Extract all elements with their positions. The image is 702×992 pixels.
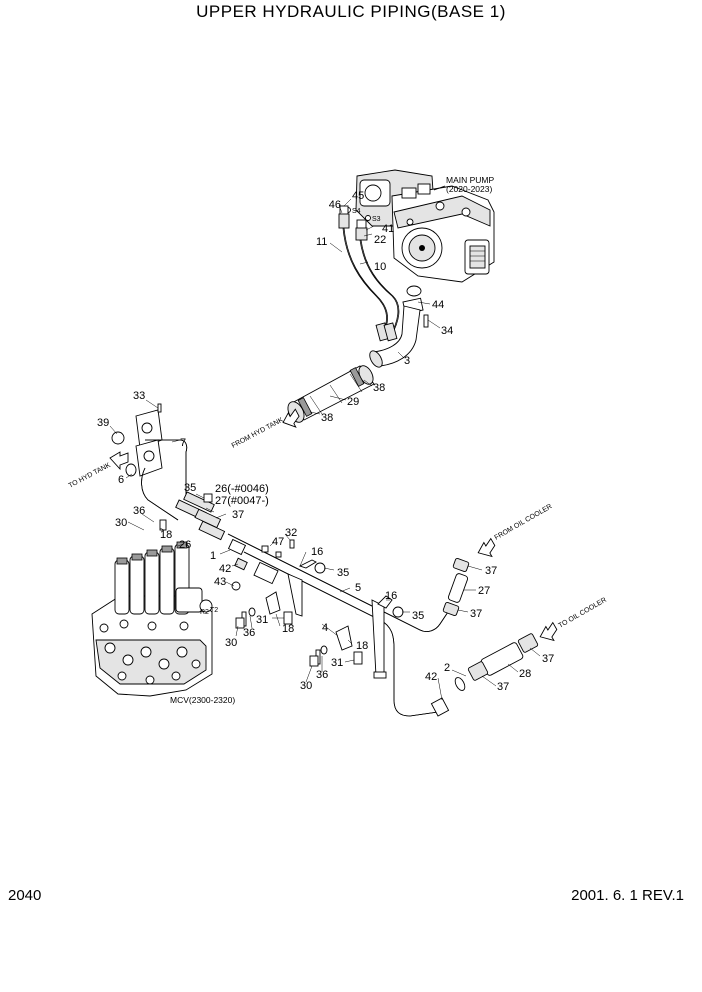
hose-11-10 — [342, 227, 400, 342]
callout-41: 41 — [382, 223, 394, 235]
callout-36b: 36 — [243, 627, 255, 639]
o-ring-39a — [111, 431, 125, 445]
to-oil-cooler-arrow — [539, 621, 558, 642]
callout-6: 6 — [118, 474, 124, 486]
callout-35c: 35 — [412, 610, 424, 622]
pump-fittings — [338, 205, 368, 241]
to-oil-cooler-label: TO OIL COOLER — [558, 597, 608, 630]
callout-46: 46 — [329, 199, 341, 211]
callout-36c: 36 — [316, 669, 328, 681]
callout-32: 32 — [285, 527, 297, 539]
oil-cooler-fitting-28 — [430, 633, 539, 717]
suction-elbow-3 — [369, 305, 421, 368]
o-ring-44 — [406, 285, 422, 297]
callout-31a: 31 — [256, 614, 268, 626]
callout-30b: 30 — [225, 637, 237, 649]
main-pump-range: (2020-2023) — [446, 184, 492, 194]
callout-1: 1 — [210, 550, 216, 562]
callout-47: 47 — [272, 536, 284, 548]
return-pipes-6-7 — [141, 439, 188, 521]
callout-29: 29 — [347, 396, 359, 408]
page-number: 2040 — [8, 887, 42, 904]
callout-37b: 37 — [485, 565, 497, 577]
flange-bracket-33 — [135, 403, 163, 477]
callout-26b: 26 — [179, 539, 191, 551]
callout-42a: 42 — [219, 563, 231, 575]
callout-38a: 38 — [373, 382, 385, 394]
port-s4-label: S4 — [352, 208, 361, 215]
callout-42b: 42 — [425, 671, 437, 683]
callout-37e: 37 — [542, 653, 554, 665]
leader-lines — [109, 198, 541, 701]
callout-10: 10 — [374, 261, 386, 273]
port-s3-label: S3 — [372, 216, 381, 223]
callout-36a: 36 — [133, 505, 145, 517]
callout-34: 34 — [441, 325, 453, 337]
to-hyd-tank-label: TO HYD TANK — [68, 462, 112, 490]
callout-numbers: 45 46 41 22 11 10 44 34 3 38 29 38 33 39… — [97, 190, 554, 693]
clamp-brackets — [235, 539, 404, 679]
callout-33: 33 — [133, 390, 145, 402]
callout-7: 7 — [180, 437, 186, 449]
callout-37c: 37 — [470, 608, 482, 620]
callout-18a: 18 — [160, 529, 172, 541]
callout-5: 5 — [355, 582, 361, 594]
main-pump-label: MAIN PUMP — [446, 175, 495, 185]
callout-26a: 26(-#0046) — [215, 483, 269, 495]
fittings-1-42-43 — [227, 538, 279, 591]
callout-30a: 30 — [115, 517, 127, 529]
suction-hose-29 — [287, 365, 375, 423]
callout-18b: 18 — [282, 623, 294, 635]
callout-4: 4 — [322, 622, 328, 634]
callout-2: 2 — [444, 662, 450, 674]
callout-27a: 27(#0047-) — [215, 495, 269, 507]
from-hyd-tank-arrow — [282, 408, 300, 428]
revision-date: 2001. 6. 1 REV.1 — [571, 887, 684, 904]
pipe-4 — [243, 551, 439, 717]
callout-37a: 37 — [232, 509, 244, 521]
main-pump — [355, 169, 495, 283]
callout-45: 45 — [352, 190, 364, 202]
callout-30c: 30 — [300, 680, 312, 692]
callout-37d: 37 — [497, 681, 509, 693]
callout-22: 22 — [374, 234, 386, 246]
callout-43: 43 — [214, 576, 226, 588]
port-t2-label: T2 — [210, 607, 218, 614]
callout-28: 28 — [519, 668, 531, 680]
cooler-fittings — [442, 558, 470, 616]
callout-11: 11 — [316, 236, 327, 248]
port-r2-label: R2 — [200, 609, 209, 616]
callout-16b: 16 — [385, 590, 397, 602]
callout-27b: 27 — [478, 585, 490, 597]
pipe-5 — [227, 533, 453, 632]
hose-assembly-37 — [159, 491, 226, 541]
from-hyd-tank-label: FROM HYD TANK — [231, 417, 285, 450]
callout-38b: 38 — [321, 412, 333, 424]
from-oil-cooler-label: FROM OIL COOLER — [494, 503, 554, 542]
mcv-label: MCV(2300-2320) — [170, 695, 235, 705]
o-ring-39b — [125, 463, 137, 477]
mcv-valve-block — [91, 541, 213, 697]
callout-31b: 31 — [331, 657, 343, 669]
callout-3: 3 — [404, 355, 410, 367]
callout-16a: 16 — [311, 546, 323, 558]
from-oil-cooler-arrow — [477, 537, 496, 558]
bolt-34 — [423, 314, 429, 328]
callout-39: 39 — [97, 417, 109, 429]
callout-18c: 18 — [356, 640, 368, 652]
to-hyd-tank-arrow — [109, 451, 129, 471]
callout-35a: 35 — [184, 482, 196, 494]
callout-35b: 35 — [337, 567, 349, 579]
page-title: UPPER HYDRAULIC PIPING(BASE 1) — [196, 2, 506, 21]
callout-44: 44 — [432, 299, 444, 311]
